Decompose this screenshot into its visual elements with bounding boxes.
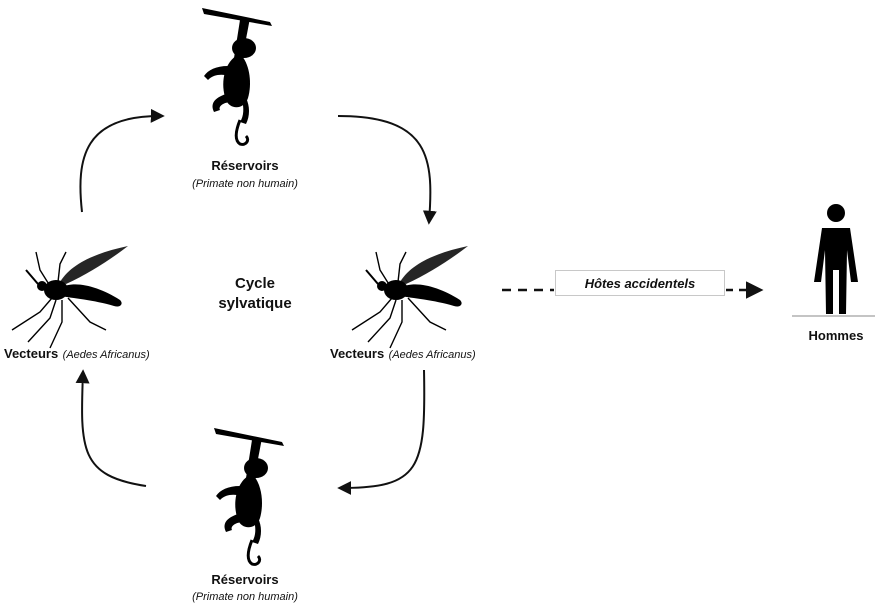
reservoir-top-subtitle: (Primate non humain)	[192, 178, 298, 190]
reservoir-top-title: Réservoirs	[211, 158, 279, 173]
reservoir-bottom-subtitle: (Primate non humain)	[192, 591, 298, 603]
mosquito-icon-left	[11, 245, 129, 349]
cycle-label: Cycle sylvatique	[200, 274, 310, 314]
arrow-vector-to-reservoir-bottom	[337, 369, 426, 495]
vector-right-subtitle: (Aedes Africanus)	[388, 349, 476, 361]
vector-left-title: Vecteurs	[4, 346, 59, 361]
monkey-icon-bottom	[212, 426, 286, 566]
accidental-hosts-label: Hôtes accidentels	[584, 275, 696, 291]
accidental-hosts-box: Hôtes accidentels	[555, 270, 725, 296]
humans-label: Hommes	[808, 328, 864, 343]
vector-left-subtitle: (Aedes Africanus)	[62, 349, 150, 361]
mosquito-icon-right	[351, 245, 469, 349]
arrow-vector-to-reservoir-top	[79, 108, 165, 213]
arrow-reservoir-top-to-vector	[337, 115, 437, 225]
reservoir-bottom-title: Réservoirs	[211, 572, 279, 587]
cycle-label-line1: Cycle	[234, 275, 276, 292]
vector-right-title: Vecteurs	[330, 346, 385, 361]
human-icon	[814, 204, 858, 314]
monkey-icon-top	[200, 6, 274, 146]
cycle-label-line2: sylvatique	[218, 295, 292, 312]
vector-right-label: Vecteurs (Aedes Africanus)	[330, 345, 476, 363]
vector-left-label: Vecteurs (Aedes Africanus)	[4, 345, 150, 363]
arrow-reservoir-bottom-to-vector	[75, 369, 147, 487]
